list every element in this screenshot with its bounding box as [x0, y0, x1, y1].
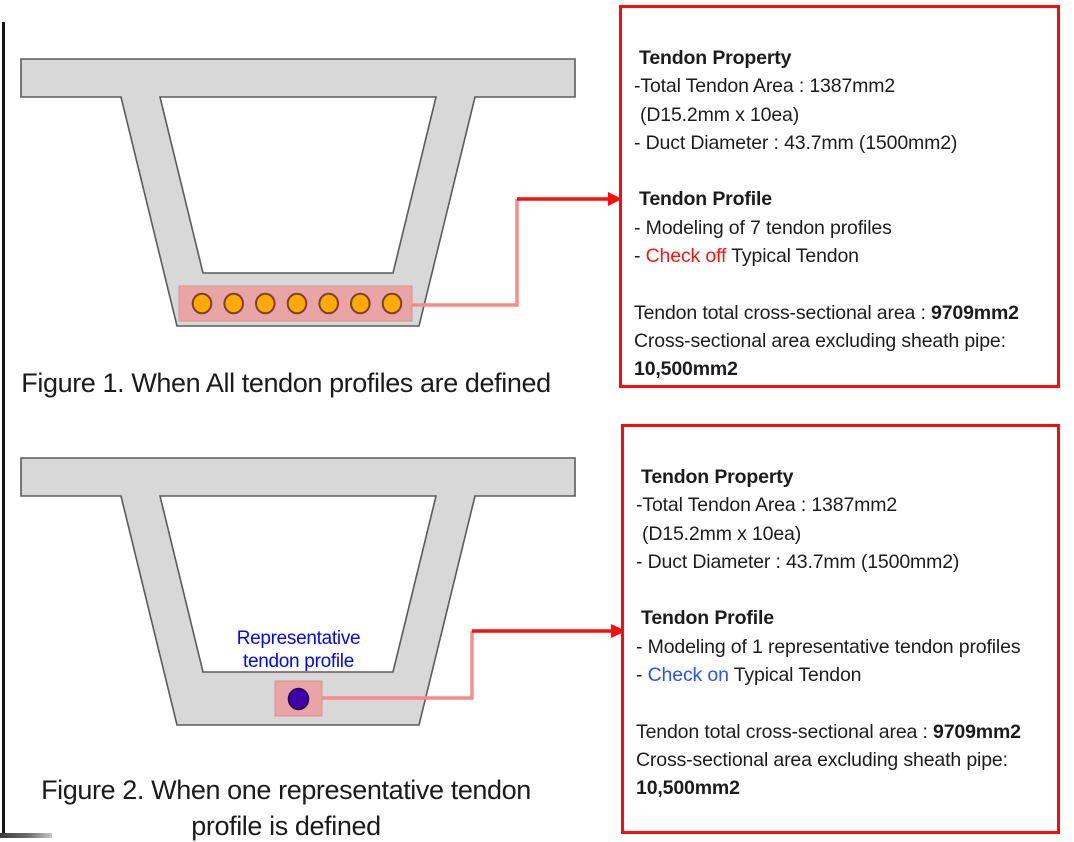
property-line: (D15.2mm x 10ea) — [642, 522, 802, 545]
profile-line: - Modeling of 1 representative tendon pr… — [636, 635, 1021, 658]
property-heading: Tendon Property — [641, 466, 794, 488]
representative-tendon-label-line2: tendon profile — [243, 651, 354, 672]
spacer-row — [634, 157, 1057, 185]
profile-line: - Modeling of 7 tendon profiles — [634, 216, 892, 239]
leader-arrow-2 — [322, 624, 626, 700]
tendon-circle — [254, 292, 276, 315]
tendon-circle — [381, 292, 403, 315]
representative-tendon-label-line1: Representative — [236, 628, 361, 649]
check-line: - Check on Typical Tendon — [636, 661, 1057, 689]
check-suffix: Typical Tendon — [726, 245, 859, 268]
bottom-left-frame-artifact — [0, 833, 52, 838]
tendon-info-box-1: Tendon Property -Total Tendon Area : 138… — [619, 5, 1060, 388]
total-area-label: Tendon total cross-sectional area : — [636, 720, 934, 743]
tendon-circles — [191, 292, 403, 315]
total-area-value: 9709mm2 — [933, 720, 1021, 743]
tendon-circle — [318, 292, 340, 315]
total-area-line: Tendon total cross-sectional area : 9709… — [636, 718, 1057, 746]
left-frame-line — [2, 22, 5, 835]
total-area-value: 9709mm2 — [931, 301, 1019, 324]
arrowhead-icon — [608, 192, 622, 206]
property-heading: Tendon Property — [639, 47, 792, 69]
representative-tendon-circle — [287, 687, 310, 711]
arrowhead-icon — [611, 624, 626, 638]
girder-cross-section-1 — [20, 58, 576, 327]
total-area-line: Tendon total cross-sectional area : 9709… — [634, 299, 1057, 327]
property-line: - Duct Diameter : 43.7mm (1500mm2) — [634, 131, 958, 154]
representative-tendon-label: Representative tendon profile — [198, 627, 399, 673]
property-line: -Total Tendon Area : 1387mm2 — [634, 75, 896, 98]
total-area-label: Tendon total cross-sectional area : — [634, 301, 932, 324]
excluding-label: Cross-sectional area excluding sheath pi… — [634, 329, 1006, 352]
spacer-row — [636, 576, 1057, 604]
check-suffix: Typical Tendon — [728, 664, 862, 687]
check-status-highlight: Check on — [647, 664, 729, 687]
property-line: -Total Tendon Area : 1387mm2 — [636, 494, 898, 517]
check-prefix: - — [636, 664, 648, 687]
profile-heading: Tendon Profile — [639, 188, 772, 211]
spacer-row — [636, 689, 1057, 717]
spacer-row — [634, 270, 1057, 298]
excluding-value: 10,500mm2 — [634, 358, 738, 381]
figure2-caption-line1: Figure 2. When one representative tendon — [41, 775, 531, 805]
tendon-info-box-2: Tendon Property -Total Tendon Area : 138… — [621, 424, 1060, 834]
tendon-circle — [191, 292, 213, 315]
tendon-circle — [223, 292, 244, 315]
property-line: - Duct Diameter : 43.7mm (1500mm2) — [636, 550, 960, 573]
check-prefix: - — [634, 245, 646, 268]
profile-heading: Tendon Profile — [641, 607, 774, 630]
leader-arrow-1 — [412, 192, 622, 307]
excluding-label: Cross-sectional area excluding sheath pi… — [636, 748, 1008, 771]
tendon-circle — [350, 292, 371, 315]
figure1-caption: Figure 1. When All tendon profiles are d… — [21, 368, 551, 398]
property-line: (D15.2mm x 10ea) — [640, 103, 800, 126]
figure2-caption-line2: profile is defined — [191, 811, 381, 841]
tendon-circle — [286, 292, 308, 315]
check-line: - Check off Typical Tendon — [634, 242, 1057, 270]
figure2-caption: Figure 2. When one representative tendon… — [12, 772, 560, 842]
girder-cross-section-2 — [20, 457, 576, 726]
excluding-value: 10,500mm2 — [636, 777, 740, 800]
check-status-highlight: Check off — [645, 245, 727, 268]
